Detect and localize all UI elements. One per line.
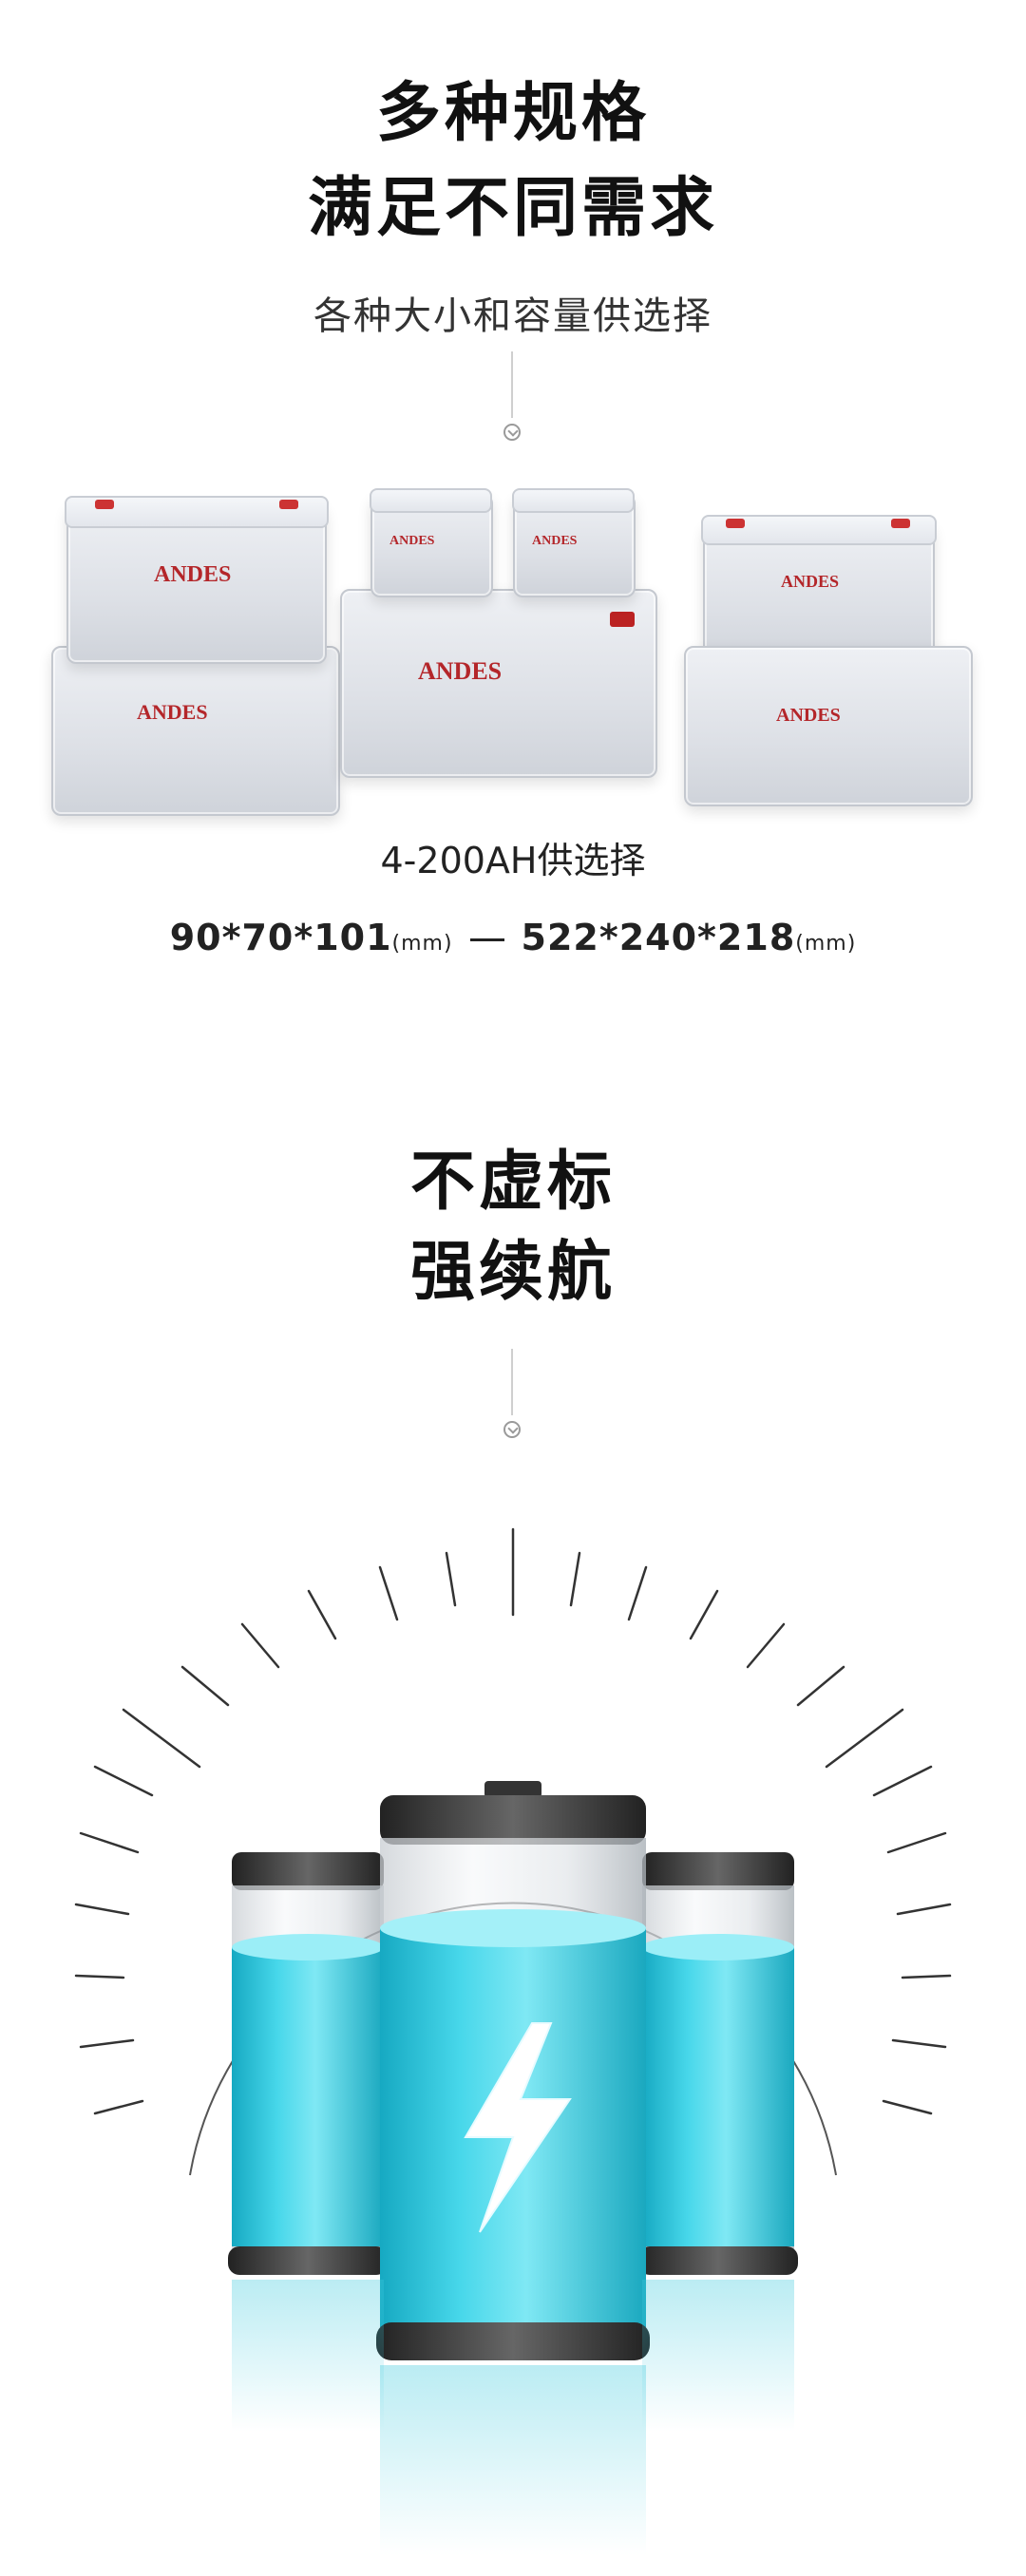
battery-right: [638, 1852, 798, 2275]
capacity-caption: 4-200AH供选择: [380, 840, 646, 881]
battery-brand-label: ANDES: [532, 534, 578, 548]
dims-min-unit: (mm): [391, 932, 453, 956]
battery-small-1: ANDES: [370, 488, 493, 597]
battery-small-2: ANDES: [512, 488, 636, 597]
battery-center: ANDES: [340, 589, 657, 778]
section1-subtitle: 各种大小和容量供选择: [314, 294, 712, 338]
chevron-down-icon: [504, 1421, 521, 1438]
dims-separator: [469, 938, 504, 941]
dims-min: 90*70*101: [169, 917, 392, 958]
battery-brand-label: ANDES: [154, 562, 232, 587]
reflection-center: [380, 2365, 646, 2555]
connector-line: [511, 351, 513, 418]
battery-left: [228, 1852, 388, 2275]
battery-right-bottom: ANDES: [684, 646, 973, 806]
connector-line: [511, 1349, 513, 1415]
radial-rays: [74, 1527, 952, 2115]
battery-center: [376, 1781, 650, 2360]
battery-brand-label: ANDES: [418, 657, 503, 685]
section1-title-line1: 多种规格: [375, 76, 650, 151]
reflection-right: [642, 2280, 794, 2432]
battery-left-bottom: ANDES: [51, 646, 340, 816]
section2-title-line1: 不虚标: [409, 1145, 616, 1220]
battery-product-group: ANDES ANDES ANDES ANDES ANDES ANDES ANDE…: [38, 475, 988, 836]
battery-brand-label: ANDES: [137, 700, 208, 724]
battery-left-top: ANDES: [65, 496, 329, 664]
chevron-down-icon: [504, 424, 521, 441]
battery-brand-label: ANDES: [781, 572, 840, 591]
section1-title-line2: 满足不同需求: [307, 171, 718, 246]
battery-energy-illustration: [74, 1527, 952, 2555]
battery-brand-label: ANDES: [776, 705, 841, 726]
battery-right-top: ANDES: [701, 515, 937, 669]
dims-max-unit: (mm): [795, 932, 857, 956]
section2-title-line2: 强续航: [409, 1235, 616, 1310]
lightning-bolt-icon: [464, 2022, 572, 2233]
reflection-left: [232, 2280, 384, 2432]
battery-brand-label: ANDES: [390, 534, 435, 548]
dims-max: 522*240*218: [521, 917, 796, 958]
dimension-range: 90*70*101(mm)522*240*218(mm): [0, 917, 1026, 958]
